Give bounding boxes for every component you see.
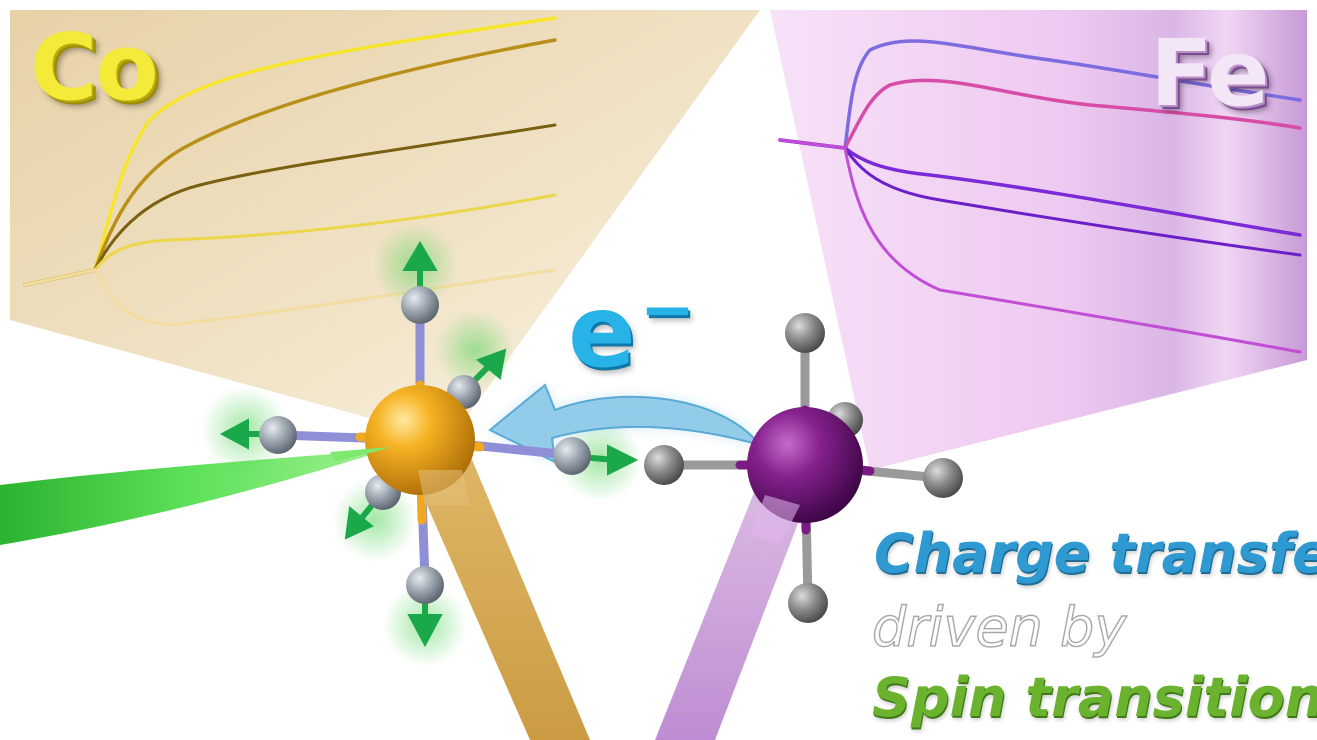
fe-curve-5 (778, 138, 1302, 354)
arrow-upright-icon (476, 348, 507, 380)
vibration-glows (201, 223, 642, 667)
ligand-atom (406, 566, 444, 604)
fe-curve-1 (778, 39, 1302, 150)
iron-atom (747, 407, 863, 523)
co-curve-1 (23, 16, 557, 287)
arrow-downleft-icon (344, 506, 374, 540)
ligand-atom (785, 313, 825, 353)
fe-curve-4 (778, 138, 1302, 257)
fe-ligands (644, 313, 963, 623)
laser-tip (330, 447, 392, 462)
co-curve-5 (23, 268, 557, 327)
co-curve-2 (23, 38, 557, 287)
laser-beam (0, 450, 385, 545)
arrow-up-icon (402, 241, 438, 271)
ligand-atom (788, 583, 828, 623)
ligand-atom (259, 416, 297, 454)
co-curve-3 (23, 123, 557, 287)
co-spectra (23, 16, 557, 327)
arrow-right-icon (607, 444, 639, 476)
fe-spectra (778, 39, 1302, 354)
arrow-down-icon (407, 614, 443, 648)
electron-transfer-arrow (488, 383, 763, 464)
cobalt-atom (365, 385, 475, 495)
ligand-atom (644, 445, 684, 485)
fe-beam-overlay (750, 495, 800, 545)
co-xray-beam (405, 455, 590, 740)
ligand-atom (923, 458, 963, 498)
co-spectrum-panel (10, 10, 760, 440)
co-beam-overlay (418, 470, 470, 505)
fe-xray-beam (655, 490, 805, 740)
co-ligands (259, 286, 591, 604)
fe-spectrum-panel (770, 10, 1307, 470)
arrow-left-icon (219, 418, 249, 450)
ligand-atom (401, 286, 439, 324)
vibration-arrows (219, 241, 639, 648)
fe-curve-3 (778, 138, 1302, 237)
fe-curve-2 (778, 78, 1302, 150)
co-curve-4 (23, 193, 557, 287)
ligand-atom (553, 437, 591, 475)
